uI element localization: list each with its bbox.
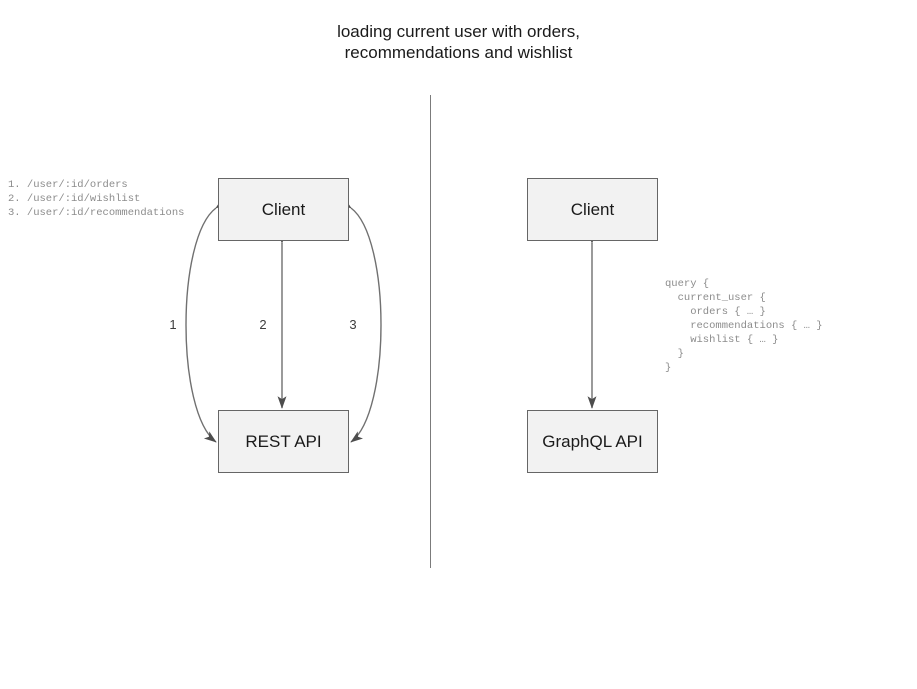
node-rest-api-label: REST API [245,431,322,451]
diagram-title: loading current user with orders, recomm… [337,22,580,62]
node-graphql-api-label: GraphQL API [542,431,643,451]
node-rest-client[interactable]: Client [218,178,349,241]
rest-endpoint-list: 1. /user/:id/orders 2. /user/:id/wishlis… [8,179,185,219]
edge-label-2: 2 [259,317,267,332]
edge-label-3: 3 [349,317,357,332]
edge-label-1: 1 [169,317,177,332]
node-graphql-client-label: Client [570,199,615,219]
arrow-rest-1 [185,197,229,443]
node-graphql-api[interactable]: GraphQL API [527,410,658,473]
node-rest-client-label: Client [261,199,306,219]
graphql-query-snippet: query { current_user { orders { … } reco… [665,278,823,374]
node-graphql-client[interactable]: Client [527,178,658,241]
panel-divider [430,95,431,568]
node-rest-api[interactable]: REST API [218,410,349,473]
